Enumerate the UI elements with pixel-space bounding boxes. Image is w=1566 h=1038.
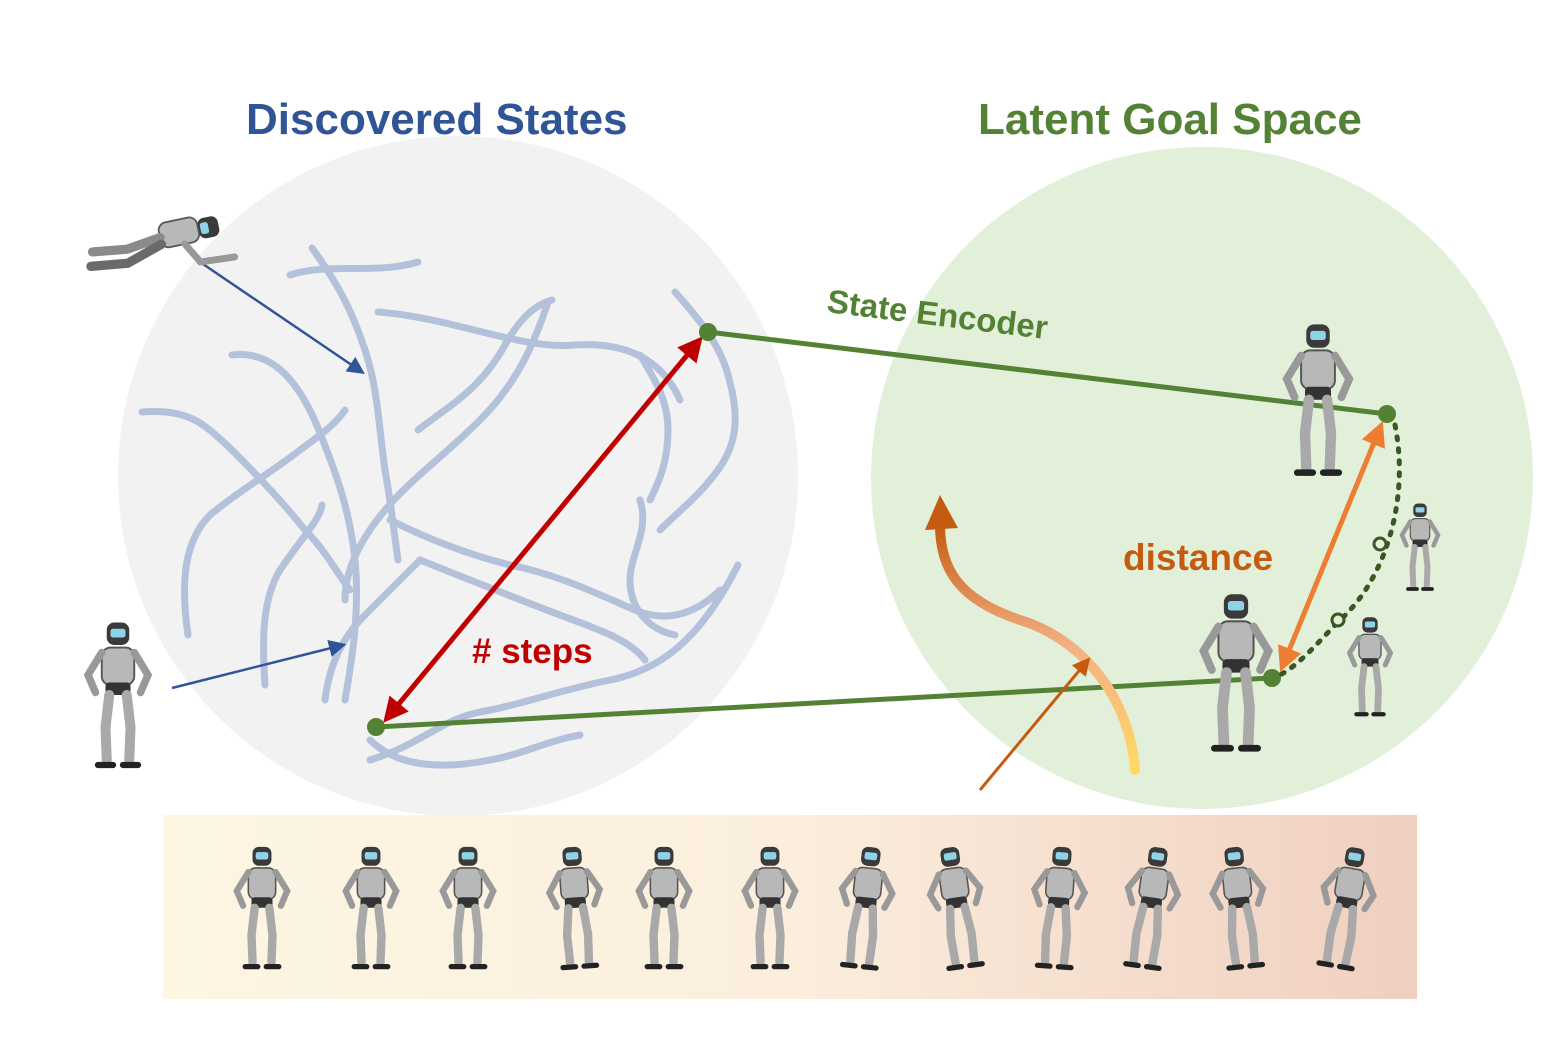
latent-intermediate-point <box>1372 536 1388 552</box>
state-point-bottom <box>367 718 385 736</box>
discovered-states-region <box>118 136 798 816</box>
steps-arrow <box>383 336 703 723</box>
latent-intermediate-point <box>1330 612 1346 628</box>
motion-to-latent-arrow <box>978 657 1091 791</box>
swoosh-arrow <box>935 520 1140 775</box>
encoder-line-bottom <box>375 675 1273 730</box>
latent-goal-space-region <box>871 147 1533 809</box>
latent-point-bottom <box>1263 669 1281 687</box>
distance-label: distance <box>1123 537 1273 578</box>
humanoid-robot-icon <box>88 623 148 766</box>
distance-arrow <box>1278 421 1385 672</box>
state-point-top <box>699 323 717 341</box>
crouch-robot-arrow <box>171 639 347 690</box>
steps-label: # steps <box>472 632 593 671</box>
lying-robot-arrow <box>199 260 365 374</box>
encoder-line-top <box>707 329 1388 417</box>
latent-point-top <box>1378 405 1396 423</box>
discovered-states-title: Discovered States <box>246 95 628 144</box>
swoosh-arrow-head <box>925 495 958 530</box>
latent-goal-space-title: Latent Goal Space <box>978 95 1362 144</box>
